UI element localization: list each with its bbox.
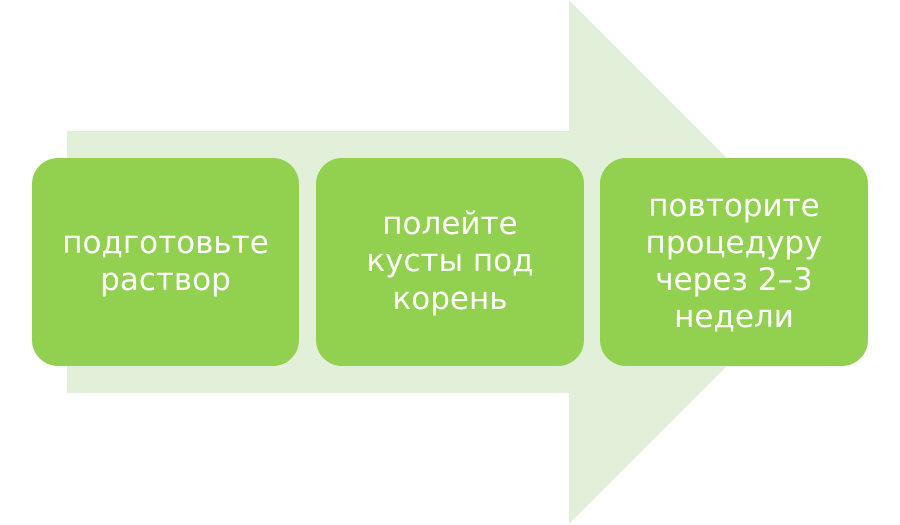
step-label: полейте кусты под корень [366,206,534,317]
step-box-water-bushes: полейте кусты под корень [316,158,584,366]
step-box-prepare-solution: подготовьте раствор [32,158,299,366]
step-label: повторите процедуру через 2–3 недели [645,187,823,336]
step-label: подготовьте раствор [62,224,269,298]
step-box-repeat-procedure: повторите процедуру через 2–3 недели [600,158,868,366]
